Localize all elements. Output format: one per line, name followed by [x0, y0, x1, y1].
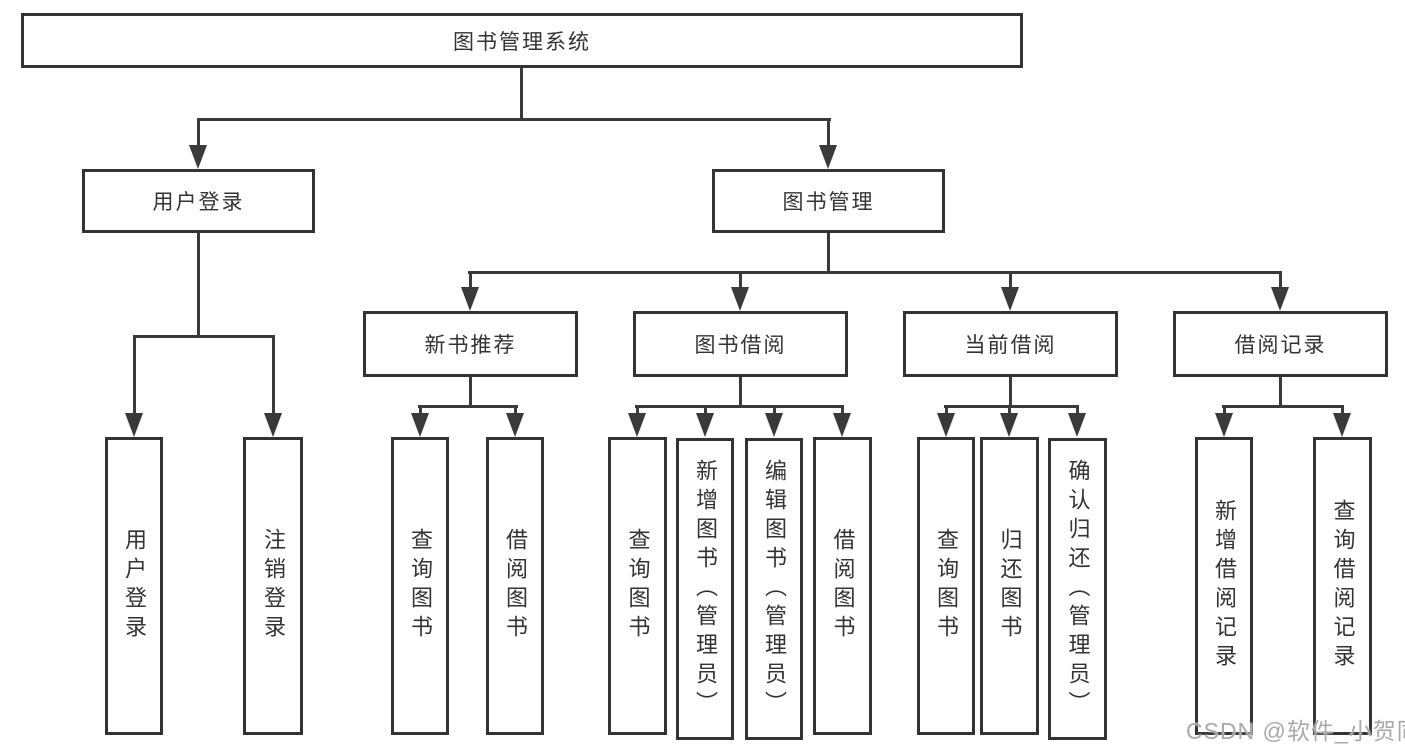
leaf-confirm-return-admin: 确认归还（管理员） [1048, 438, 1107, 740]
edge-borrow-record-stem [1279, 377, 1282, 407]
edge-user-login-stem [197, 233, 200, 337]
node-borrow-record: 借阅记录 [1173, 311, 1388, 377]
leaf-label: 新增借阅记录 [1212, 499, 1237, 673]
leaf-label: 确认归还（管理员） [1065, 458, 1091, 720]
node-book-borrow-label: 图书借阅 [694, 334, 787, 357]
leaf-label: 查询图书 [625, 528, 651, 644]
node-book-mgmt-label: 图书管理 [782, 191, 875, 214]
leaf-label: 借阅图书 [503, 528, 528, 644]
arrowhead-icon [833, 413, 851, 437]
edge-book-borrow-stem [739, 377, 742, 407]
node-current-borrow-label: 当前借阅 [964, 334, 1057, 357]
arrowhead-icon [1001, 287, 1019, 311]
arrowhead-icon [696, 413, 714, 437]
csdn-watermark: CSDN @软件_小贺同学 [1186, 718, 1405, 744]
arrowhead-icon [125, 413, 143, 437]
edge-leaf-stem [945, 405, 948, 419]
edge-new-book-rec-bar [418, 405, 518, 408]
arrowhead-icon [628, 413, 646, 437]
edge-to-current-borrow [1009, 271, 1012, 291]
arrowhead-icon [506, 413, 524, 437]
leaf-label: 借阅图书 [830, 528, 856, 644]
leaf-label: 归还图书 [997, 528, 1023, 644]
edge-to-new-book-rec [469, 271, 472, 291]
arrowhead-icon [731, 287, 749, 311]
node-root: 图书管理系统 [21, 13, 1023, 68]
node-borrow-record-label: 借阅记录 [1234, 334, 1327, 357]
leaf-borrow-books-recommend: 借阅图书 [486, 437, 544, 735]
edge-root-to-book-mgmt [827, 118, 830, 150]
leaf-label: 查询图书 [408, 528, 433, 644]
leaf-borrow-books: 借阅图书 [813, 437, 872, 735]
edge-borrow-record-bar [1222, 405, 1344, 408]
leaf-label: 注销登录 [261, 528, 286, 644]
leaf-return-books: 归还图书 [980, 437, 1039, 735]
arrowhead-icon [937, 413, 955, 437]
edge-to-book-borrow [739, 271, 742, 291]
node-book-mgmt: 图书管理 [712, 169, 945, 233]
edge-new-book-rec-stem [469, 377, 472, 407]
leaf-logout: 注销登录 [243, 437, 303, 735]
edge-to-leaf-user-login [133, 335, 136, 417]
arrowhead-icon [1000, 413, 1018, 437]
node-new-book-recommend: 新书推荐 [363, 311, 578, 377]
node-book-borrow: 图书借阅 [633, 311, 848, 377]
leaf-label: 查询借阅记录 [1330, 499, 1356, 673]
leaf-user-login: 用户登录 [105, 437, 163, 735]
edge-book-mgmt-bar [468, 271, 1282, 274]
edge-to-leaf-logout [272, 335, 275, 417]
leaf-query-books-borrow: 查询图书 [608, 437, 667, 735]
leaf-label: 查询图书 [934, 528, 959, 644]
leaf-add-books-admin: 新增图书（管理员） [676, 438, 734, 740]
leaf-query-books-recommend: 查询图书 [391, 437, 449, 735]
edge-leaf-stem [841, 405, 844, 419]
edge-leaf-stem [636, 405, 639, 419]
arrowhead-icon [264, 413, 282, 437]
edge-book-mgmt-stem [827, 233, 830, 274]
leaf-query-books-current: 查询图书 [917, 437, 975, 735]
node-user-login: 用户登录 [82, 169, 315, 233]
edge-leaf-stem [704, 405, 707, 419]
leaf-label: 新增图书（管理员） [693, 458, 718, 720]
leaf-label: 编辑图书（管理员） [762, 458, 787, 720]
edge-current-borrow-bar [944, 405, 1079, 408]
arrowhead-icon [819, 145, 837, 169]
arrowhead-icon [765, 413, 783, 437]
arrowhead-icon [411, 413, 429, 437]
edge-root-bar [197, 118, 831, 121]
arrowhead-icon [1333, 413, 1351, 437]
edge-leaf-stem [1341, 405, 1344, 419]
node-new-book-recommend-label: 新书推荐 [424, 334, 517, 357]
arrowhead-icon [1271, 287, 1289, 311]
leaf-label: 用户登录 [122, 528, 147, 644]
node-current-borrow: 当前借阅 [903, 311, 1118, 377]
arrowhead-icon [1068, 413, 1086, 437]
arrowhead-icon [189, 145, 207, 169]
node-user-login-label: 用户登录 [152, 191, 245, 214]
leaf-edit-books-admin: 编辑图书（管理员） [745, 438, 803, 740]
edge-current-borrow-stem [1009, 377, 1012, 407]
edge-root-stem [520, 68, 523, 118]
edge-leaf-stem [1076, 405, 1079, 419]
edge-leaf-stem [773, 405, 776, 419]
edge-leaf-stem [1223, 405, 1226, 419]
leaf-add-borrow-record: 新增借阅记录 [1195, 437, 1253, 735]
arrowhead-icon [1215, 413, 1233, 437]
edge-book-borrow-bar [635, 405, 844, 408]
edge-to-borrow-record [1279, 271, 1282, 291]
node-root-label: 图书管理系统 [453, 30, 591, 54]
arrowhead-icon [461, 287, 479, 311]
edge-leaf-stem [514, 405, 517, 419]
edge-leaf-stem [1008, 405, 1011, 419]
leaf-query-borrow-record: 查询借阅记录 [1313, 437, 1372, 735]
edge-user-login-bar [133, 335, 275, 338]
edge-leaf-stem [419, 405, 422, 419]
edge-root-to-user-login [197, 118, 200, 150]
